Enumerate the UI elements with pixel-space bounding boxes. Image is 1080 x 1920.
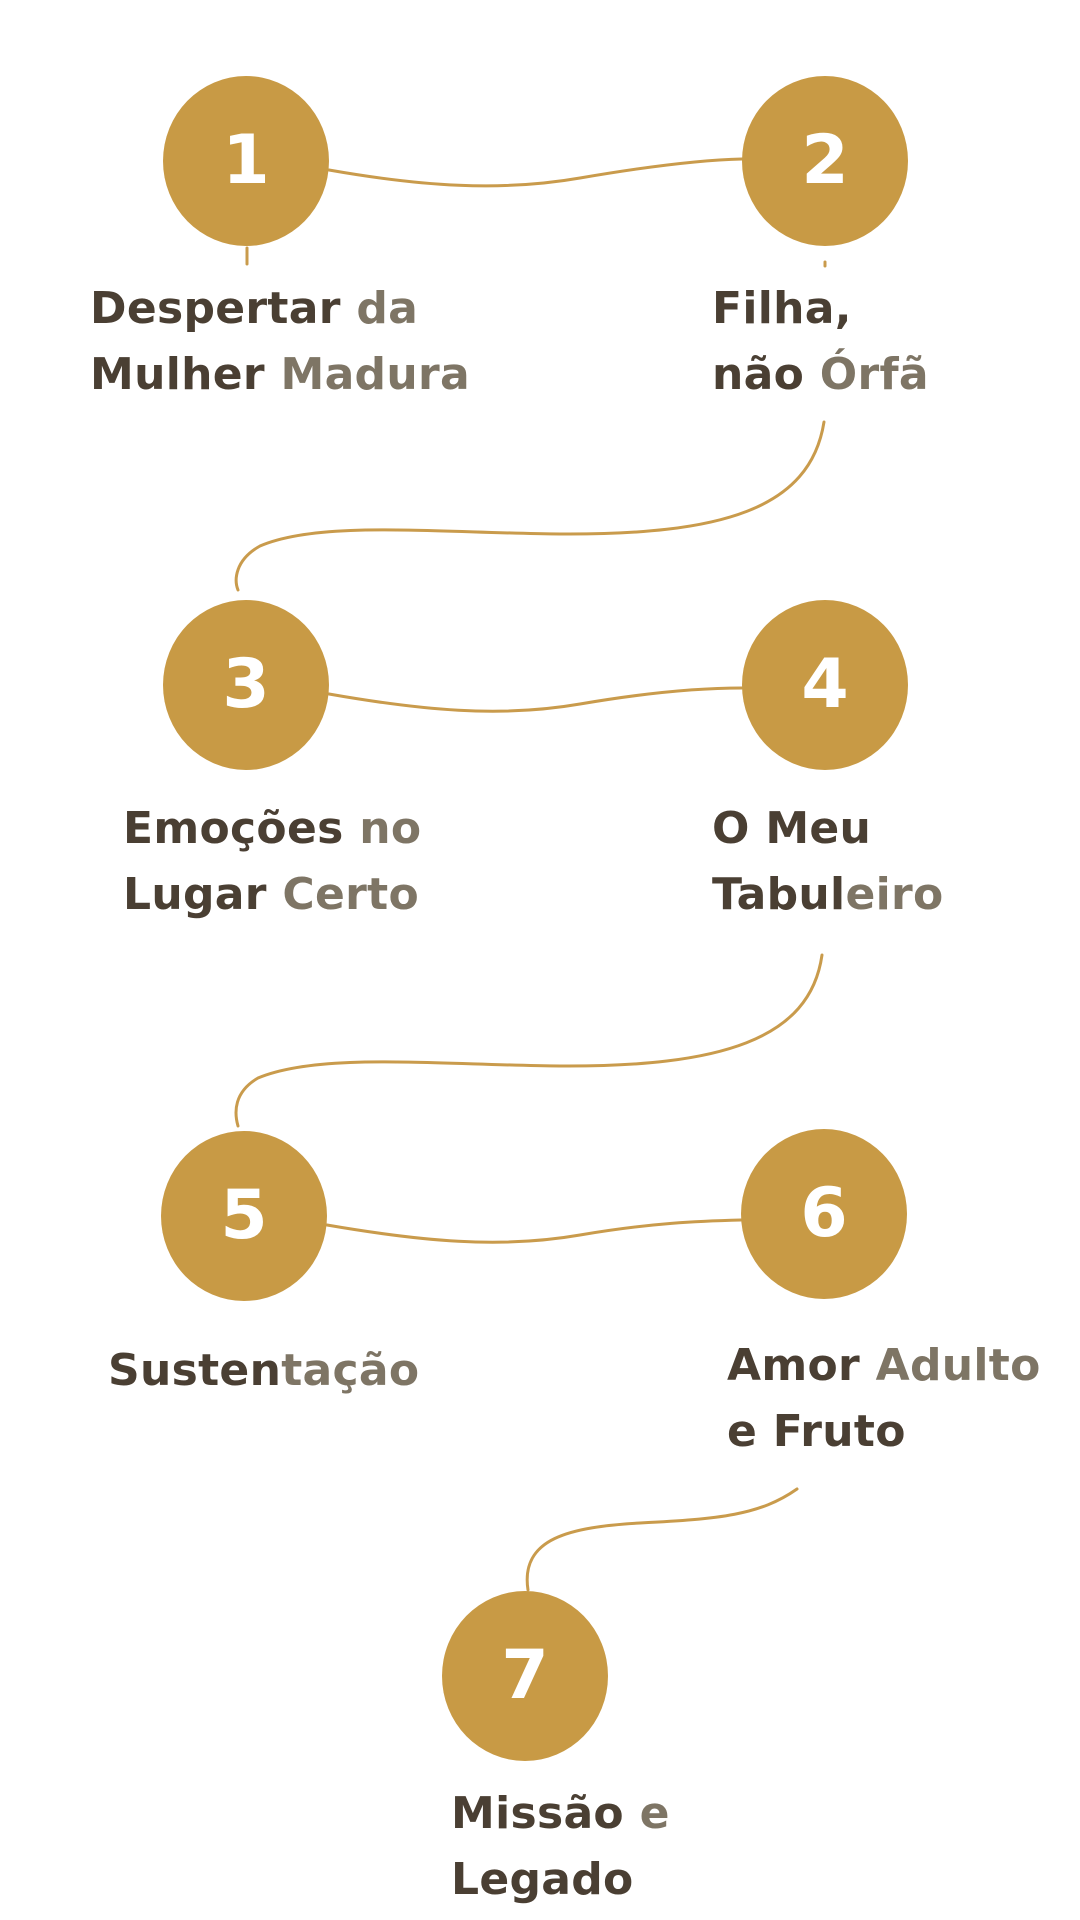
step-7-label-line2-dark: Legado: [451, 1854, 634, 1905]
connector-6-7: [525, 1487, 799, 1592]
step-1-number: 1: [222, 121, 270, 200]
step-3-label-line1-dark: Emoções: [123, 803, 360, 854]
step-4-number: 4: [801, 645, 849, 724]
step-3-circle: 3: [163, 600, 329, 770]
step-3-label-line2-dark: Lugar: [123, 869, 283, 920]
step-4-label-line2-dark: Tabul: [712, 869, 846, 920]
step-3-label-line2-muted: Certo: [282, 869, 419, 920]
connector-2-3: [234, 420, 826, 592]
step-6-label-line1-dark: Amor: [727, 1340, 876, 1391]
step-3-number: 3: [222, 645, 270, 724]
step-5-label-line1-dark: Susten: [108, 1345, 282, 1396]
step-1-label: Despertar da Mulher Madura: [90, 276, 470, 408]
step-1-circle: 1: [163, 76, 329, 246]
step-6-label-line1-muted: Adulto: [875, 1340, 1041, 1391]
step-1-label-line2-muted: Madura: [280, 349, 470, 400]
step-1-label-line2-dark: Mulher: [90, 349, 281, 400]
step-1-label-line1-muted: da: [356, 283, 419, 334]
step-2-number: 2: [801, 121, 849, 200]
connector-4-5: [234, 953, 824, 1128]
step-7-label-line1-muted: e: [639, 1788, 670, 1839]
step-7-label-line1-dark: Missão: [451, 1788, 640, 1839]
step-5-label: Sustentação: [108, 1338, 419, 1404]
connector-3-4: [327, 686, 744, 713]
step-3-label: Emoções no Lugar Certo: [123, 796, 421, 928]
step-7-label: Missão e Legado: [451, 1781, 670, 1913]
step-3-label-line1-muted: no: [359, 803, 422, 854]
step-5-circle: 5: [161, 1131, 327, 1301]
step-4-label-line2-muted: eiro: [845, 869, 944, 920]
step-4-label-line1-dark: O Meu: [712, 803, 872, 854]
step-6-circle: 6: [741, 1129, 907, 1299]
step-5-number: 5: [220, 1176, 268, 1255]
step-4-label: O Meu Tabuleiro: [712, 796, 944, 928]
step-4-circle: 4: [742, 600, 908, 770]
step-7-circle: 7: [442, 1591, 608, 1761]
step-2-label: Filha, não Órfã: [712, 276, 929, 408]
step-5-label-line1-muted: tação: [281, 1345, 420, 1396]
step-6-number: 6: [800, 1174, 848, 1253]
step-2-label-line1-dark: Filha,: [712, 283, 852, 334]
step-6-label-line2-dark: e Fruto: [727, 1406, 906, 1457]
connector-5-6: [325, 1218, 743, 1244]
step-6-label: Amor Adulto e Fruto: [727, 1333, 1041, 1465]
step-1-label-line1-dark: Despertar: [90, 283, 357, 334]
step-2-label-line2-muted: Órfã: [819, 349, 929, 400]
connector-1-2: [327, 157, 744, 188]
step-2-circle: 2: [742, 76, 908, 246]
step-7-number: 7: [501, 1636, 549, 1715]
step-2-label-line2-dark: não: [712, 349, 820, 400]
